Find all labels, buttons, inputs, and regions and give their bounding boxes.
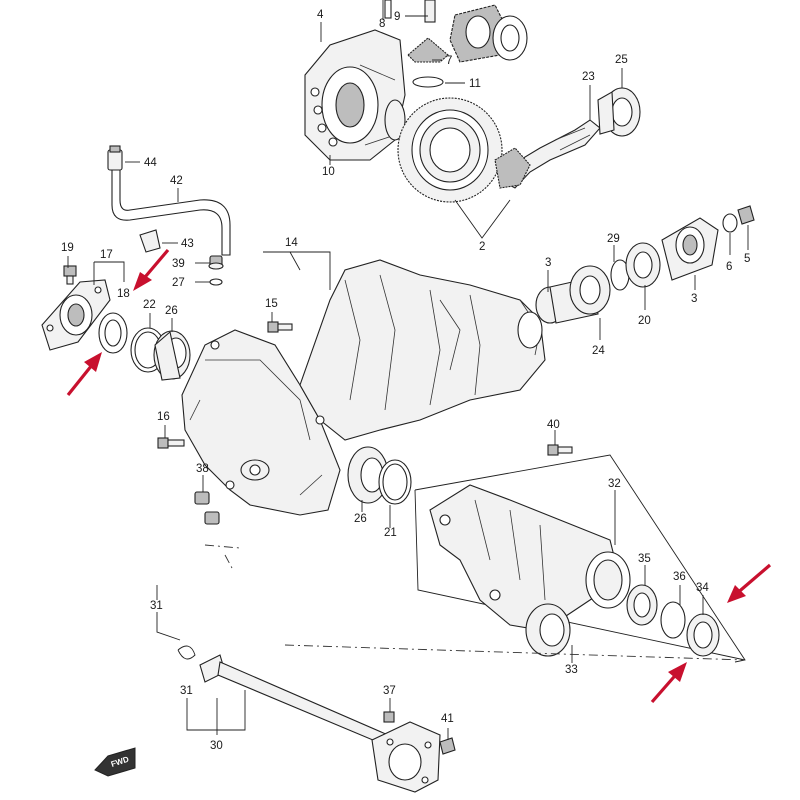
callout-label: 35 <box>638 553 651 565</box>
pinion-bearing-24 <box>569 265 611 315</box>
callout-label: 19 <box>61 242 74 254</box>
oil-seal-20 <box>625 242 661 288</box>
callout-label: 39 <box>172 258 185 270</box>
highlight-arrow-upper-left <box>133 248 170 291</box>
fwd-direction-badge: FWD <box>94 747 136 777</box>
hose-clip <box>139 229 161 253</box>
callout-label: 15 <box>265 298 278 310</box>
bearing-26-right <box>347 446 389 504</box>
callout-label: 9 <box>394 11 400 23</box>
callout-label: 43 <box>181 238 194 250</box>
highlight-arrow-lower-left <box>66 352 102 396</box>
thrust-washer-top <box>492 15 528 61</box>
callout-label: 20 <box>638 315 651 327</box>
callout-label: 41 <box>441 713 454 725</box>
callout-label: 11 <box>469 78 481 90</box>
callout-label: 26 <box>165 305 178 317</box>
callout-label: 30 <box>210 740 223 752</box>
bolt-37 <box>383 711 395 723</box>
bearing-35 <box>626 584 658 626</box>
plug-38 <box>194 491 220 525</box>
callout-label: 23 <box>582 71 595 83</box>
callout-label: 5 <box>744 253 750 265</box>
nut-5 <box>737 205 755 225</box>
callout-label: 27 <box>172 277 185 289</box>
washer-6 <box>722 213 738 233</box>
washer-27 <box>209 278 223 286</box>
callout-label: 3 <box>545 257 551 269</box>
differential-case <box>304 29 406 161</box>
drive-pinion <box>494 119 601 189</box>
breather-cap <box>107 145 123 171</box>
callout-label: 7 <box>446 55 452 67</box>
callout-label: 24 <box>592 345 605 357</box>
pinion-mate-gear <box>407 37 449 88</box>
callout-label: 22 <box>143 299 156 311</box>
callout-label: 26 <box>354 513 367 525</box>
snap-ring-36 <box>660 601 686 639</box>
callout-label: 2 <box>479 241 485 253</box>
bolt-40 <box>547 444 573 456</box>
callout-label: 16 <box>157 411 170 423</box>
callout-label: 18 <box>117 288 130 300</box>
highlight-arrow-lower-right <box>650 662 687 704</box>
callout-label: 6 <box>726 261 732 273</box>
axle-tube-housing <box>429 484 631 657</box>
callout-label: 42 <box>170 175 183 187</box>
callout-label: 14 <box>285 237 298 249</box>
callout-labels: 4 8 9 7 11 10 25 23 2 44 42 43 19 17 18 … <box>61 9 750 752</box>
oil-seal-34 <box>686 613 720 657</box>
pinion-bearing-25 <box>597 87 641 137</box>
plug-39 <box>208 255 224 270</box>
leader-lines <box>67 0 749 740</box>
differential-housing <box>181 259 546 516</box>
callout-label: 36 <box>673 571 686 583</box>
ring-gear <box>397 97 503 203</box>
center-line <box>284 644 746 661</box>
callout-label: 31 <box>180 685 193 697</box>
callout-label: 4 <box>317 9 324 21</box>
callout-label: 17 <box>100 249 113 261</box>
callout-label: 44 <box>144 157 157 169</box>
nut-41 <box>439 737 456 755</box>
oil-seal-18 <box>98 312 128 354</box>
callout-label: 37 <box>383 685 396 697</box>
circlip-31 <box>177 645 196 660</box>
axle-tube-box <box>414 454 746 663</box>
callout-label: 8 <box>379 18 385 30</box>
companion-flange <box>661 217 719 281</box>
callout-label: 10 <box>322 166 335 178</box>
snap-ring-21 <box>378 459 412 505</box>
highlight-arrow-upper-right <box>727 563 772 603</box>
callout-label: 33 <box>565 664 578 676</box>
bearing-26-left <box>153 330 191 381</box>
bolt-19 <box>63 265 77 285</box>
bolt-16 <box>157 437 185 449</box>
bolt-15 <box>267 321 293 333</box>
axle-shaft <box>199 654 441 793</box>
retainer-plate <box>41 279 111 351</box>
callout-label: 21 <box>384 527 397 539</box>
breather-hose <box>111 169 231 256</box>
callout-label: 29 <box>607 233 620 245</box>
callout-label: 31 <box>150 600 163 612</box>
callout-label: 40 <box>547 419 560 431</box>
callout-label: 38 <box>196 463 209 475</box>
callout-label: 3 <box>691 293 697 305</box>
pinion-shaft <box>384 0 436 23</box>
callout-label: 25 <box>615 54 628 66</box>
center-line-left <box>204 544 241 569</box>
callout-label: 32 <box>608 478 621 490</box>
callout-label: 34 <box>696 582 709 594</box>
